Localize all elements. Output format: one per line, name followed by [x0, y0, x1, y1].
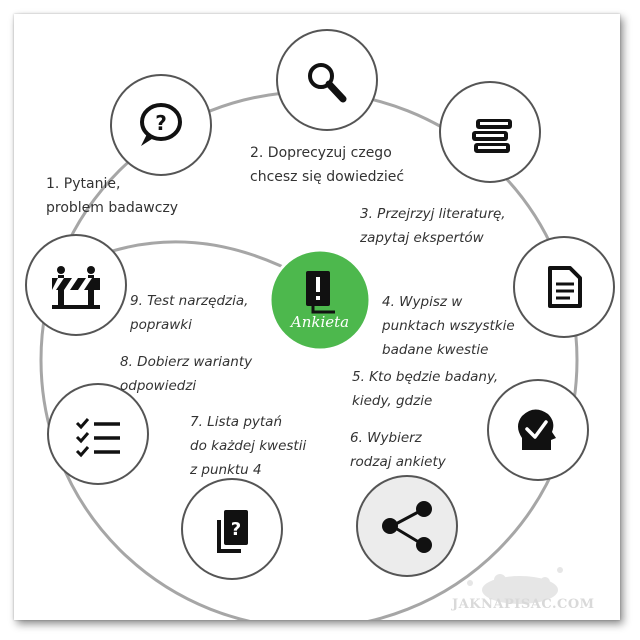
step-2-node — [276, 29, 378, 131]
head-check-icon — [518, 409, 556, 450]
step-6-label: 6. Wybierz rodzaj ankiety — [350, 430, 446, 470]
svg-text:?: ? — [155, 111, 167, 135]
step-7-label: 7. Lista pytań do każdej kwestii z punkt… — [190, 414, 307, 478]
watermark-text: JAKNAPISAC.COM — [452, 597, 595, 612]
step-2-label: 2. Doprecyzuj czego chcesz się dowiedzie… — [250, 145, 405, 185]
question-bubble-icon: ? — [140, 103, 182, 146]
roadblock-icon — [52, 266, 100, 309]
step-5-node — [487, 379, 589, 481]
step-9-node — [25, 234, 127, 336]
step-7-node: ? — [181, 478, 283, 580]
svg-text:?: ? — [231, 519, 241, 540]
document-lines-icon — [548, 266, 582, 308]
center-label: Ankieta — [290, 313, 350, 331]
step-3-node — [439, 81, 541, 183]
process-diagram: ? — [25, 29, 615, 620]
step-8-label: 8. Dobierz warianty odpowiedzi — [120, 354, 253, 394]
share-nodes-icon — [382, 501, 432, 553]
step-8-node — [47, 383, 149, 485]
books-icon — [472, 119, 512, 153]
step-5-label: 5. Kto będzie badany, kiedy, gdzie — [352, 369, 499, 409]
step-6-node — [356, 475, 458, 577]
step-9-label: 9. Test narzędzia, poprawki — [130, 293, 249, 333]
step-4-node — [513, 236, 615, 338]
step-1-label: 1. Pytanie, problem badawczy — [46, 176, 179, 216]
magnifier-icon — [308, 63, 347, 103]
step-4-label: 4. Wypisz w punktach wszystkie badane kw… — [382, 294, 515, 358]
diagram-frame: ? — [14, 14, 620, 620]
watermark-splash — [467, 567, 563, 604]
question-cards-icon: ? — [217, 510, 248, 553]
center-node — [268, 248, 372, 352]
survey-document-icon — [306, 271, 335, 314]
checklist-icon — [75, 418, 120, 458]
step-3-label: 3. Przejrzyj literaturę, zapytaj ekspert… — [360, 206, 506, 246]
step-1-node: ? — [110, 74, 212, 176]
